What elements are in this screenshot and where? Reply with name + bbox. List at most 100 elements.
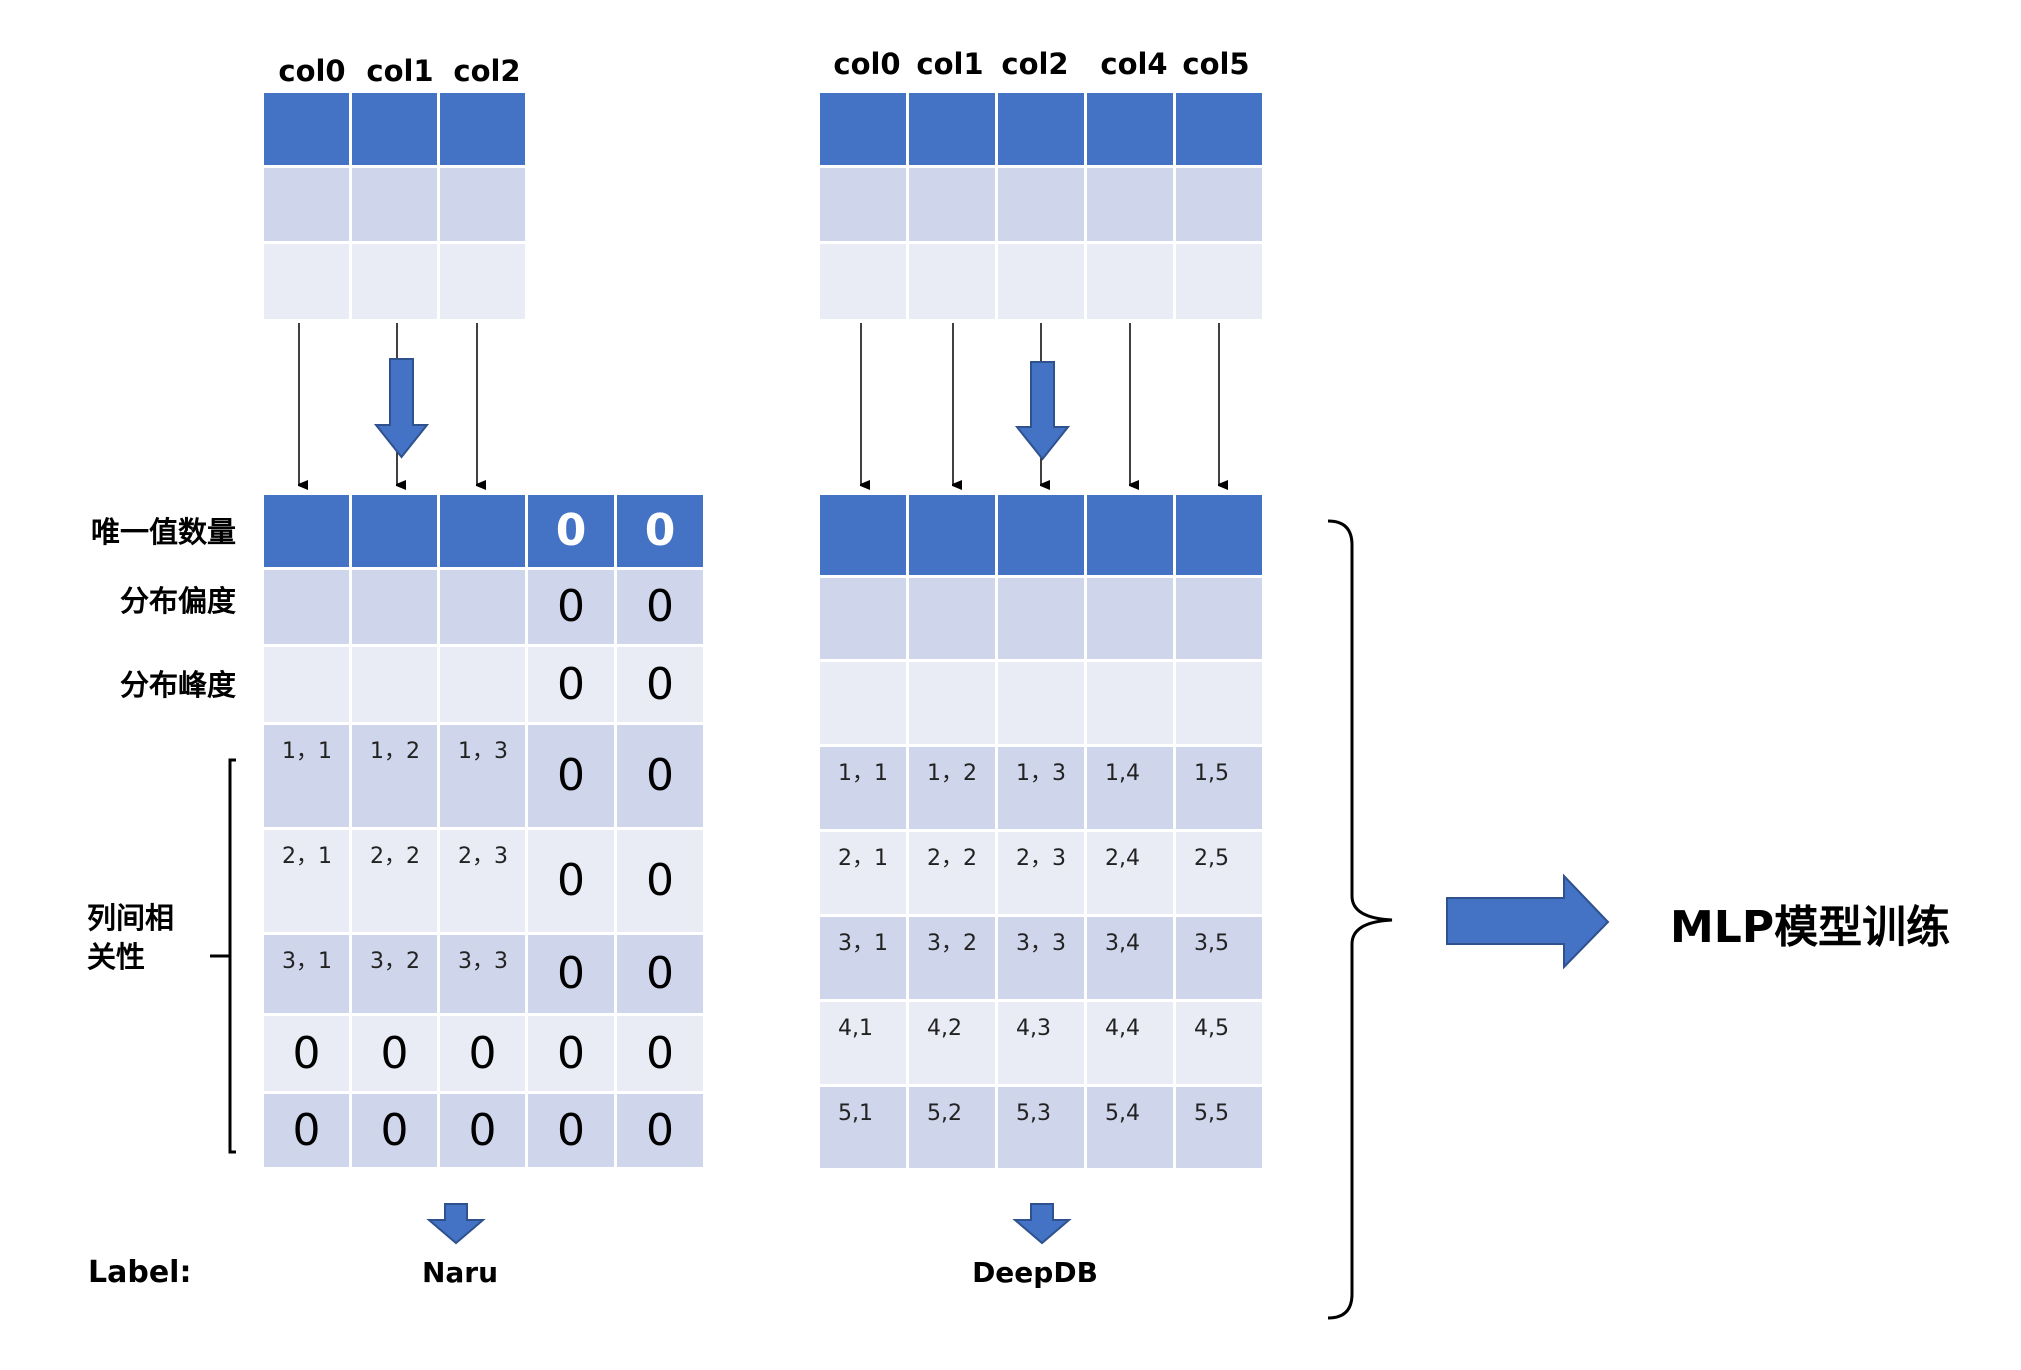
zero-value: 0 — [646, 948, 674, 999]
zero-value: 0 — [555, 505, 587, 556]
source-cell — [1176, 93, 1262, 165]
deepdb-cell-r5-c0: 3，1 — [820, 917, 906, 999]
naru-cell-r1-c3: 0 — [528, 570, 614, 644]
naru-cell-r1-c0 — [264, 570, 349, 644]
pair-value: 1，1 — [838, 761, 888, 786]
deepdb-cell-r1-c1 — [909, 578, 995, 659]
deepdb-cell-r1-c2 — [998, 578, 1084, 659]
deepdb-cell-r4-c0: 2，1 — [820, 832, 906, 914]
zero-value: 0 — [646, 1027, 674, 1079]
label-prefix: Label: — [88, 1255, 192, 1290]
zero-value: 0 — [646, 855, 674, 906]
deepdb-cell-r4-c3: 2,4 — [1087, 832, 1173, 914]
naru-cell-r4-c0: 2，1 — [264, 830, 349, 932]
deepdb-cell-r2-c2 — [998, 662, 1084, 744]
naru-cell-r6-c2: 0 — [440, 1016, 525, 1091]
source-cell — [998, 93, 1084, 165]
source-cell — [1087, 93, 1173, 165]
deepdb-cell-r0-c0 — [820, 495, 906, 575]
pair-value: 4,2 — [927, 1016, 962, 1041]
pair-value: 5,4 — [1105, 1101, 1140, 1126]
pair-value: 1，1 — [282, 739, 332, 764]
naru-cell-r6-c1: 0 — [352, 1016, 437, 1091]
pair-value: 1，3 — [1016, 761, 1066, 786]
deepdb-cell-r6-c4: 4,5 — [1176, 1002, 1262, 1084]
naru-label-arrow-icon — [426, 1203, 486, 1245]
source-cell — [264, 168, 349, 241]
pair-value: 3,5 — [1194, 931, 1229, 956]
source-cell — [352, 93, 437, 165]
source-cell — [352, 168, 437, 241]
naru-cell-r7-c1: 0 — [352, 1094, 437, 1167]
naru-cell-r5-c1: 3，2 — [352, 935, 437, 1013]
naru-col-header-1: col1 — [366, 54, 434, 88]
naru-cell-r3-c2: 1，3 — [440, 725, 525, 827]
pair-value: 4,4 — [1105, 1016, 1140, 1041]
naru-cell-r5-c4: 0 — [617, 935, 703, 1013]
naru-cell-r7-c3: 0 — [528, 1094, 614, 1167]
zero-value: 0 — [292, 1027, 321, 1079]
zero-value: 0 — [292, 1104, 321, 1156]
source-cell — [1176, 168, 1262, 241]
naru-cell-r0-c2 — [440, 495, 525, 567]
source-cell — [440, 93, 525, 165]
naru-cell-r3-c0: 1，1 — [264, 725, 349, 827]
naru-cell-r1-c4: 0 — [617, 570, 703, 644]
pair-value: 3，2 — [370, 949, 420, 974]
correlation-bracket — [210, 758, 236, 1154]
zero-value: 0 — [557, 750, 585, 801]
pair-value: 3，1 — [838, 931, 888, 956]
source-cell — [264, 93, 349, 165]
pair-value: 5,1 — [838, 1101, 873, 1126]
deepdb-cell-r0-c2 — [998, 495, 1084, 575]
deepdb-cell-r1-c4 — [1176, 578, 1262, 659]
deepdb-cell-r6-c3: 4,4 — [1087, 1002, 1173, 1084]
zero-value: 0 — [646, 1104, 674, 1156]
deepdb-col-header-3: col4 — [1100, 47, 1168, 81]
deepdb-label: DeepDB — [972, 1256, 1098, 1289]
naru-cell-r2-c2 — [440, 647, 525, 722]
naru-cell-r2-c4: 0 — [617, 647, 703, 722]
naru-cell-r3-c4: 0 — [617, 725, 703, 827]
deepdb-cell-r3-c3: 1,4 — [1087, 747, 1173, 829]
pair-value: 2，3 — [458, 844, 508, 869]
mlp-training-text: MLP模型训练 — [1670, 902, 1951, 953]
source-cell — [440, 168, 525, 241]
source-cell — [820, 93, 906, 165]
naru-cell-r1-c2 — [440, 570, 525, 644]
source-cell — [998, 244, 1084, 319]
pair-value: 1，3 — [458, 739, 508, 764]
pair-value: 5,2 — [927, 1101, 962, 1126]
source-cell — [820, 168, 906, 241]
naru-cell-r2-c3: 0 — [528, 647, 614, 722]
pair-value: 5,3 — [1016, 1101, 1051, 1126]
deepdb-cell-r3-c4: 1,5 — [1176, 747, 1262, 829]
pair-value: 2,4 — [1105, 846, 1140, 871]
deepdb-cell-r6-c2: 4,3 — [998, 1002, 1084, 1084]
naru-down-arrow-icon — [373, 358, 430, 459]
row-label-unique-count: 唯一值数量 — [90, 515, 236, 549]
naru-cell-r4-c1: 2，2 — [352, 830, 437, 932]
group-label-correlation-line2: 关性 — [87, 940, 146, 974]
naru-cell-r0-c3: 0 — [528, 495, 614, 567]
deepdb-col-header-1: col1 — [916, 47, 984, 81]
naru-cell-r0-c0 — [264, 495, 349, 567]
pair-value: 4,1 — [838, 1016, 873, 1041]
naru-cell-r4-c4: 0 — [617, 830, 703, 932]
deepdb-cell-r7-c0: 5,1 — [820, 1087, 906, 1168]
deepdb-cell-r1-c3 — [1087, 578, 1173, 659]
deepdb-cell-r2-c4 — [1176, 662, 1262, 744]
naru-cell-r0-c4: 0 — [617, 495, 703, 567]
naru-cell-r2-c0 — [264, 647, 349, 722]
deepdb-cell-r3-c1: 1，2 — [909, 747, 995, 829]
pair-value: 2，3 — [1016, 846, 1066, 871]
deepdb-col-header-4: col5 — [1182, 47, 1250, 81]
source-cell — [1087, 168, 1173, 241]
zero-value: 0 — [468, 1104, 497, 1156]
zero-value: 0 — [646, 581, 674, 632]
naru-cell-r4-c3: 0 — [528, 830, 614, 932]
row-label-skewness: 分布偏度 — [119, 584, 236, 618]
